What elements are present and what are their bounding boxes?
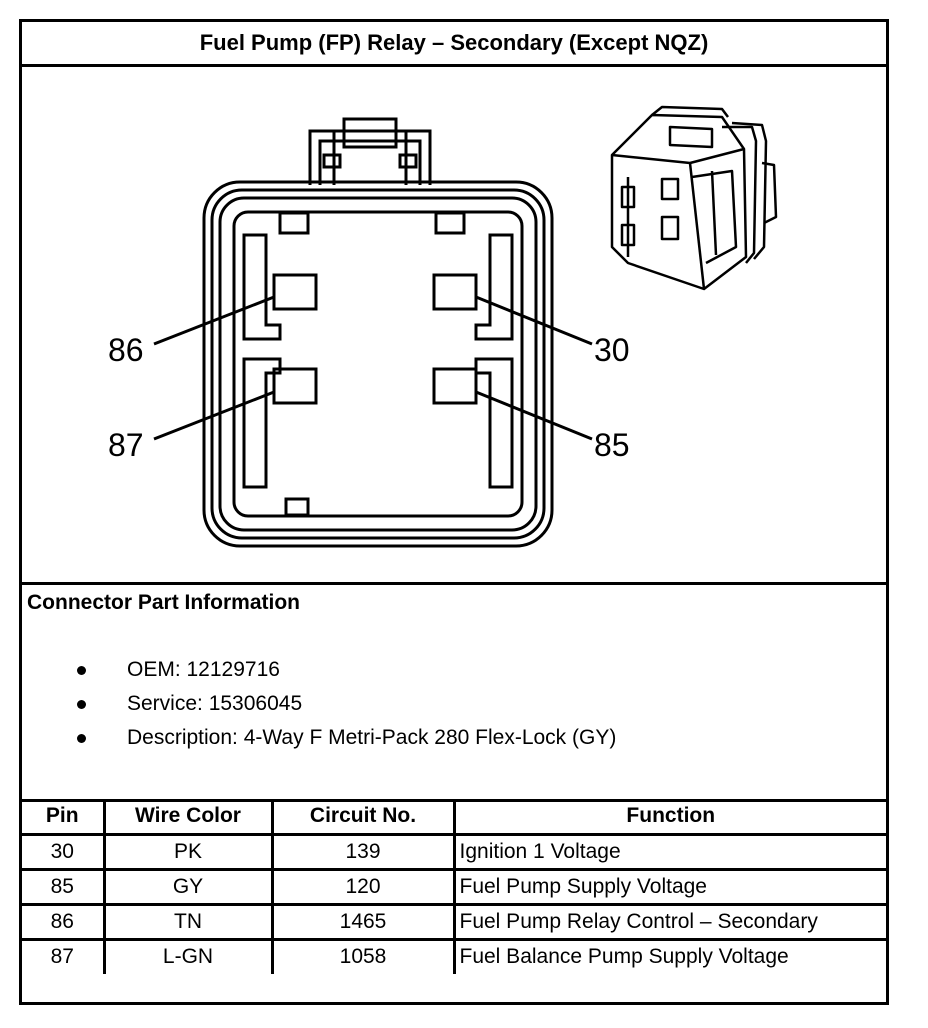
list-item: OEM: 12129716 (77, 655, 616, 689)
connector-part-information: Connector Part Information OEM: 12129716… (22, 585, 886, 802)
table-row: 85 GY 120 Fuel Pump Supply Voltage (22, 867, 886, 906)
pin-cell: 87 (22, 937, 106, 974)
bullet-icon (77, 734, 86, 743)
pin-label-30: 30 (594, 332, 630, 368)
wire-color-cell: PK (102, 832, 274, 871)
cavity-85 (432, 367, 478, 405)
table-row: 87 L-GN 1058 Fuel Balance Pump Supply Vo… (22, 937, 886, 974)
pin-label-85: 85 (594, 427, 630, 463)
wire-color-cell: L-GN (102, 937, 274, 974)
bullet-icon (77, 666, 86, 675)
cavity-30 (432, 273, 478, 311)
list-item: Service: 15306045 (77, 689, 616, 723)
connector-isometric-icon (610, 105, 778, 291)
page-title: Fuel Pump (FP) Relay – Secondary (Except… (22, 22, 886, 67)
function-cell: Fuel Balance Pump Supply Voltage (452, 937, 886, 974)
bullet-icon (77, 700, 86, 709)
pin-label-86: 86 (108, 332, 144, 368)
pin-cell: 30 (22, 832, 106, 871)
pin-cell: 85 (22, 867, 106, 906)
connector-diagram: 86 30 87 85 (22, 67, 886, 585)
connector-face-drawing: 86 30 87 85 (108, 105, 778, 548)
connector-description: Description: 4-Way F Metri-Pack 280 Flex… (127, 726, 617, 749)
section-heading: Connector Part Information (27, 591, 301, 614)
circuit-cell: 1465 (270, 902, 456, 941)
function-cell: Ignition 1 Voltage (452, 832, 886, 871)
oem-part-number: OEM: 12129716 (127, 658, 280, 681)
pin-table: Pin Wire Color Circuit No. Function 30 P… (22, 799, 886, 974)
circuit-cell: 1058 (270, 937, 456, 974)
list-item: Description: 4-Way F Metri-Pack 280 Flex… (77, 723, 616, 757)
table-header-row: Pin Wire Color Circuit No. Function (22, 799, 886, 836)
table-row: 30 PK 139 Ignition 1 Voltage (22, 832, 886, 871)
cavity-87 (272, 367, 318, 405)
circuit-cell: 139 (270, 832, 456, 871)
wire-color-cell: TN (102, 902, 274, 941)
circuit-cell: 120 (270, 867, 456, 906)
service-part-number: Service: 15306045 (127, 692, 303, 715)
pin-cell: 86 (22, 902, 106, 941)
table-row: 86 TN 1465 Fuel Pump Relay Control – Sec… (22, 902, 886, 941)
cavity-86 (272, 273, 318, 311)
column-header: Pin (22, 799, 106, 836)
part-info-list: OEM: 12129716 Service: 15306045 Descript… (77, 655, 616, 757)
wire-color-cell: GY (102, 867, 274, 906)
function-cell: Fuel Pump Supply Voltage (452, 867, 886, 906)
column-header: Wire Color (102, 799, 274, 836)
pin-label-87: 87 (108, 427, 144, 463)
function-cell: Fuel Pump Relay Control – Secondary (452, 902, 886, 941)
column-header: Function (452, 799, 886, 836)
column-header: Circuit No. (270, 799, 456, 836)
connector-sheet: Fuel Pump (FP) Relay – Secondary (Except… (19, 19, 889, 1005)
